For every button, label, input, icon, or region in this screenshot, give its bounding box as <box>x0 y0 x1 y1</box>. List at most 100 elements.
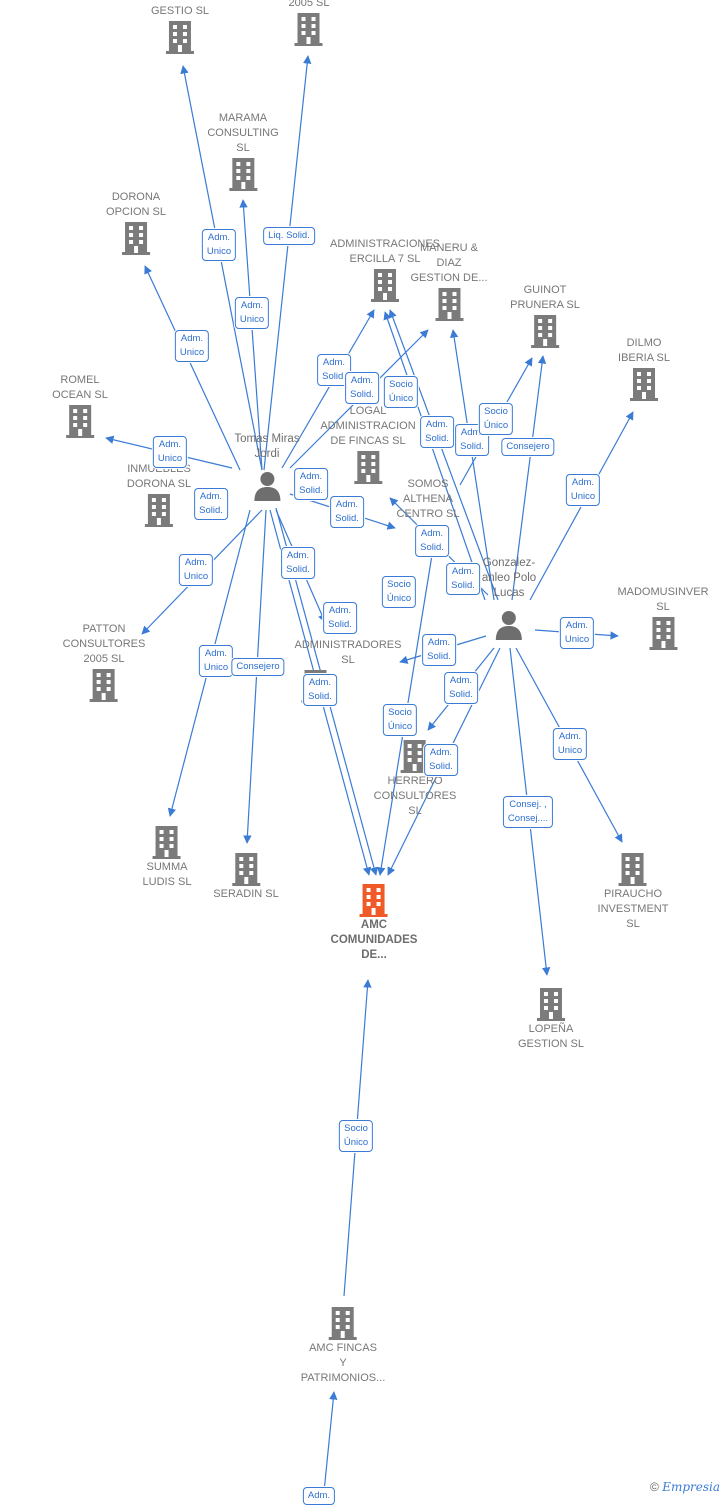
relation-label[interactable]: Socio Único <box>338 1120 374 1152</box>
building-icon <box>434 288 463 321</box>
relation-label[interactable]: Adm. Solid. <box>330 496 364 528</box>
building-icon <box>530 315 559 348</box>
company-label: DORONA OPCION SL <box>106 191 166 218</box>
company-amcfincas[interactable]: AMC FINCAS Y PATRIMONIOS... <box>300 1305 386 1386</box>
edge <box>511 355 547 601</box>
relation-label[interactable]: Adm. Solid. <box>294 468 328 500</box>
company-patton[interactable]: PATTON CONSULTORES 2005 SL <box>63 622 145 703</box>
company-label: PIRAUCHO INVESTMENT SL <box>597 888 669 930</box>
company-label: GUINOT PRUNERA SL <box>510 284 580 311</box>
edge <box>449 329 495 601</box>
company-label: 2005 SL <box>288 0 330 9</box>
relation-label[interactable]: Liq. Solid. <box>263 227 315 245</box>
company-somos[interactable]: SOMOS ALTHENA CENTRO SL <box>397 477 460 522</box>
company-maneru[interactable]: MANERU & DIAZ GESTION DE... <box>410 241 488 322</box>
copyright-symbol: © <box>650 1480 659 1494</box>
relation-label[interactable]: Adm. Unico <box>234 297 270 329</box>
building-icon <box>370 269 399 302</box>
company-amc-main[interactable]: AMC COMUNIDADES DE... <box>331 882 417 963</box>
company-label: ROMEL OCEAN SL <box>52 374 108 401</box>
company-2005[interactable]: 2005 SL <box>288 0 330 47</box>
building-icon <box>152 826 181 859</box>
company-summa[interactable]: SUMMA LUDIS SL <box>142 824 192 890</box>
person-icon <box>495 611 522 640</box>
company-logal[interactable]: LOGAL ADMINISTRACION DE FINCAS SL <box>320 404 416 485</box>
company-label: LOPEÑA GESTION SL <box>517 1023 585 1050</box>
building-icon <box>231 853 260 886</box>
relation-label[interactable]: Socio Único <box>478 403 514 435</box>
company-marama[interactable]: MARAMA CONSULTING SL <box>207 111 279 192</box>
relation-label[interactable]: Adm. Solid. <box>323 602 357 634</box>
building-icon <box>328 1307 357 1340</box>
relation-label[interactable]: Adm. Solid. <box>444 672 478 704</box>
relation-label[interactable]: Socio Único <box>381 576 417 608</box>
company-label: GESTIO SL <box>150 5 210 17</box>
relation-label[interactable]: Socio Único <box>382 704 418 736</box>
relation-label[interactable]: Adm. Solid. <box>303 674 337 706</box>
relation-label[interactable]: Consej. , Consej.... <box>502 796 554 828</box>
relation-label[interactable]: Adm. Unico <box>201 229 237 261</box>
company-admercilla[interactable]: ADMINISTRACIONES ERCILLA 7 SL <box>330 237 440 303</box>
company-guinot[interactable]: GUINOT PRUNERA SL <box>510 283 580 349</box>
relation-label[interactable]: Adm. Unico <box>559 617 595 649</box>
edge <box>383 311 486 601</box>
person-label: Tomas Miras Jordi <box>234 433 300 460</box>
building-icon <box>122 222 150 255</box>
company-label: MANERU & DIAZ GESTION DE... <box>410 242 488 284</box>
company-gestio[interactable]: GESTIO SL <box>151 4 209 55</box>
relation-label[interactable]: Adm. Unico <box>152 436 188 468</box>
relation-label[interactable]: Adm. Solid. <box>194 488 228 520</box>
company-label: LOGAL ADMINISTRACION DE FINCAS SL <box>320 405 416 447</box>
relation-label[interactable]: Consejero <box>501 438 555 456</box>
company-dilmo[interactable]: DILMO IBERIA SL <box>618 336 670 402</box>
footer-brand[interactable]: © Empresia <box>650 1480 720 1494</box>
edge <box>281 309 375 469</box>
relation-label[interactable]: Adm. Unico <box>174 330 210 362</box>
person-gonzalez[interactable]: Gonzalez- anleo Polo Lucas <box>482 556 536 641</box>
relation-label[interactable]: Adm. Solid. <box>455 424 489 456</box>
relation-label[interactable]: Adm. Solid. <box>424 744 458 776</box>
edge <box>263 55 312 471</box>
company-inmuebles[interactable]: INMUEBLES DORONA SL <box>127 462 191 528</box>
person-icon <box>254 472 280 501</box>
person-label: Gonzalez- anleo Polo Lucas <box>481 557 537 599</box>
edge <box>180 65 263 471</box>
company-label: AMC FINCAS Y PATRIMONIOS... <box>300 1342 386 1384</box>
relation-label[interactable]: Adm. Unico <box>552 728 588 760</box>
building-icon <box>354 451 382 484</box>
relation-label[interactable]: Adm. <box>302 1487 336 1505</box>
relation-label[interactable]: Adm. Solid. <box>281 547 315 579</box>
company-label: SERADIN SL <box>213 888 279 900</box>
company-madomus[interactable]: MADOMUSINVER SL <box>617 585 709 651</box>
company-herrero[interactable]: HERRERO CONSULTORES SL <box>373 738 457 819</box>
relation-label[interactable]: Adm. Solid. <box>446 563 480 595</box>
company-label: MADOMUSINVER SL <box>617 586 709 613</box>
company-administradores[interactable]: ADMINISTRADORES SL <box>294 638 402 704</box>
relation-label[interactable]: Socio Único <box>383 376 419 408</box>
building-icon <box>65 405 94 438</box>
company-label: HERRERO CONSULTORES SL <box>373 775 457 817</box>
company-label: SUMMA LUDIS SL <box>142 861 192 888</box>
relation-label[interactable]: Adm. Unico <box>198 645 234 677</box>
relation-label[interactable]: Adm. Unico <box>565 474 601 506</box>
company-romel[interactable]: ROMEL OCEAN SL <box>52 373 108 439</box>
building-icon <box>89 669 118 702</box>
company-piraucho[interactable]: PIRAUCHO INVESTMENT SL <box>597 851 669 932</box>
brand-logo-text: Empresia <box>662 1480 720 1494</box>
building-icon <box>165 21 194 54</box>
company-label: ADMINISTRADORES SL <box>294 639 402 666</box>
building-icon <box>359 884 388 917</box>
relation-label[interactable]: Adm. Solid. <box>422 634 456 666</box>
relation-label[interactable]: Adm. Solid. <box>420 416 454 448</box>
company-label: ADMINISTRACIONES ERCILLA 7 SL <box>329 238 441 265</box>
company-dorona[interactable]: DORONA OPCION SL <box>106 190 166 256</box>
person-tomas[interactable]: Tomas Miras Jordi <box>234 432 300 502</box>
company-lopena[interactable]: LOPEÑA GESTION SL <box>518 986 584 1052</box>
company-seradin[interactable]: SERADIN SL <box>213 851 279 902</box>
relation-label[interactable]: Adm. Unico <box>178 554 214 586</box>
relation-label[interactable]: Adm. Solid. <box>415 525 449 557</box>
company-label: DILMO IBERIA SL <box>618 337 670 364</box>
building-icon <box>229 158 257 191</box>
relation-label[interactable]: Adm. Solid. <box>345 372 379 404</box>
relation-label[interactable]: Consejero <box>231 658 285 676</box>
